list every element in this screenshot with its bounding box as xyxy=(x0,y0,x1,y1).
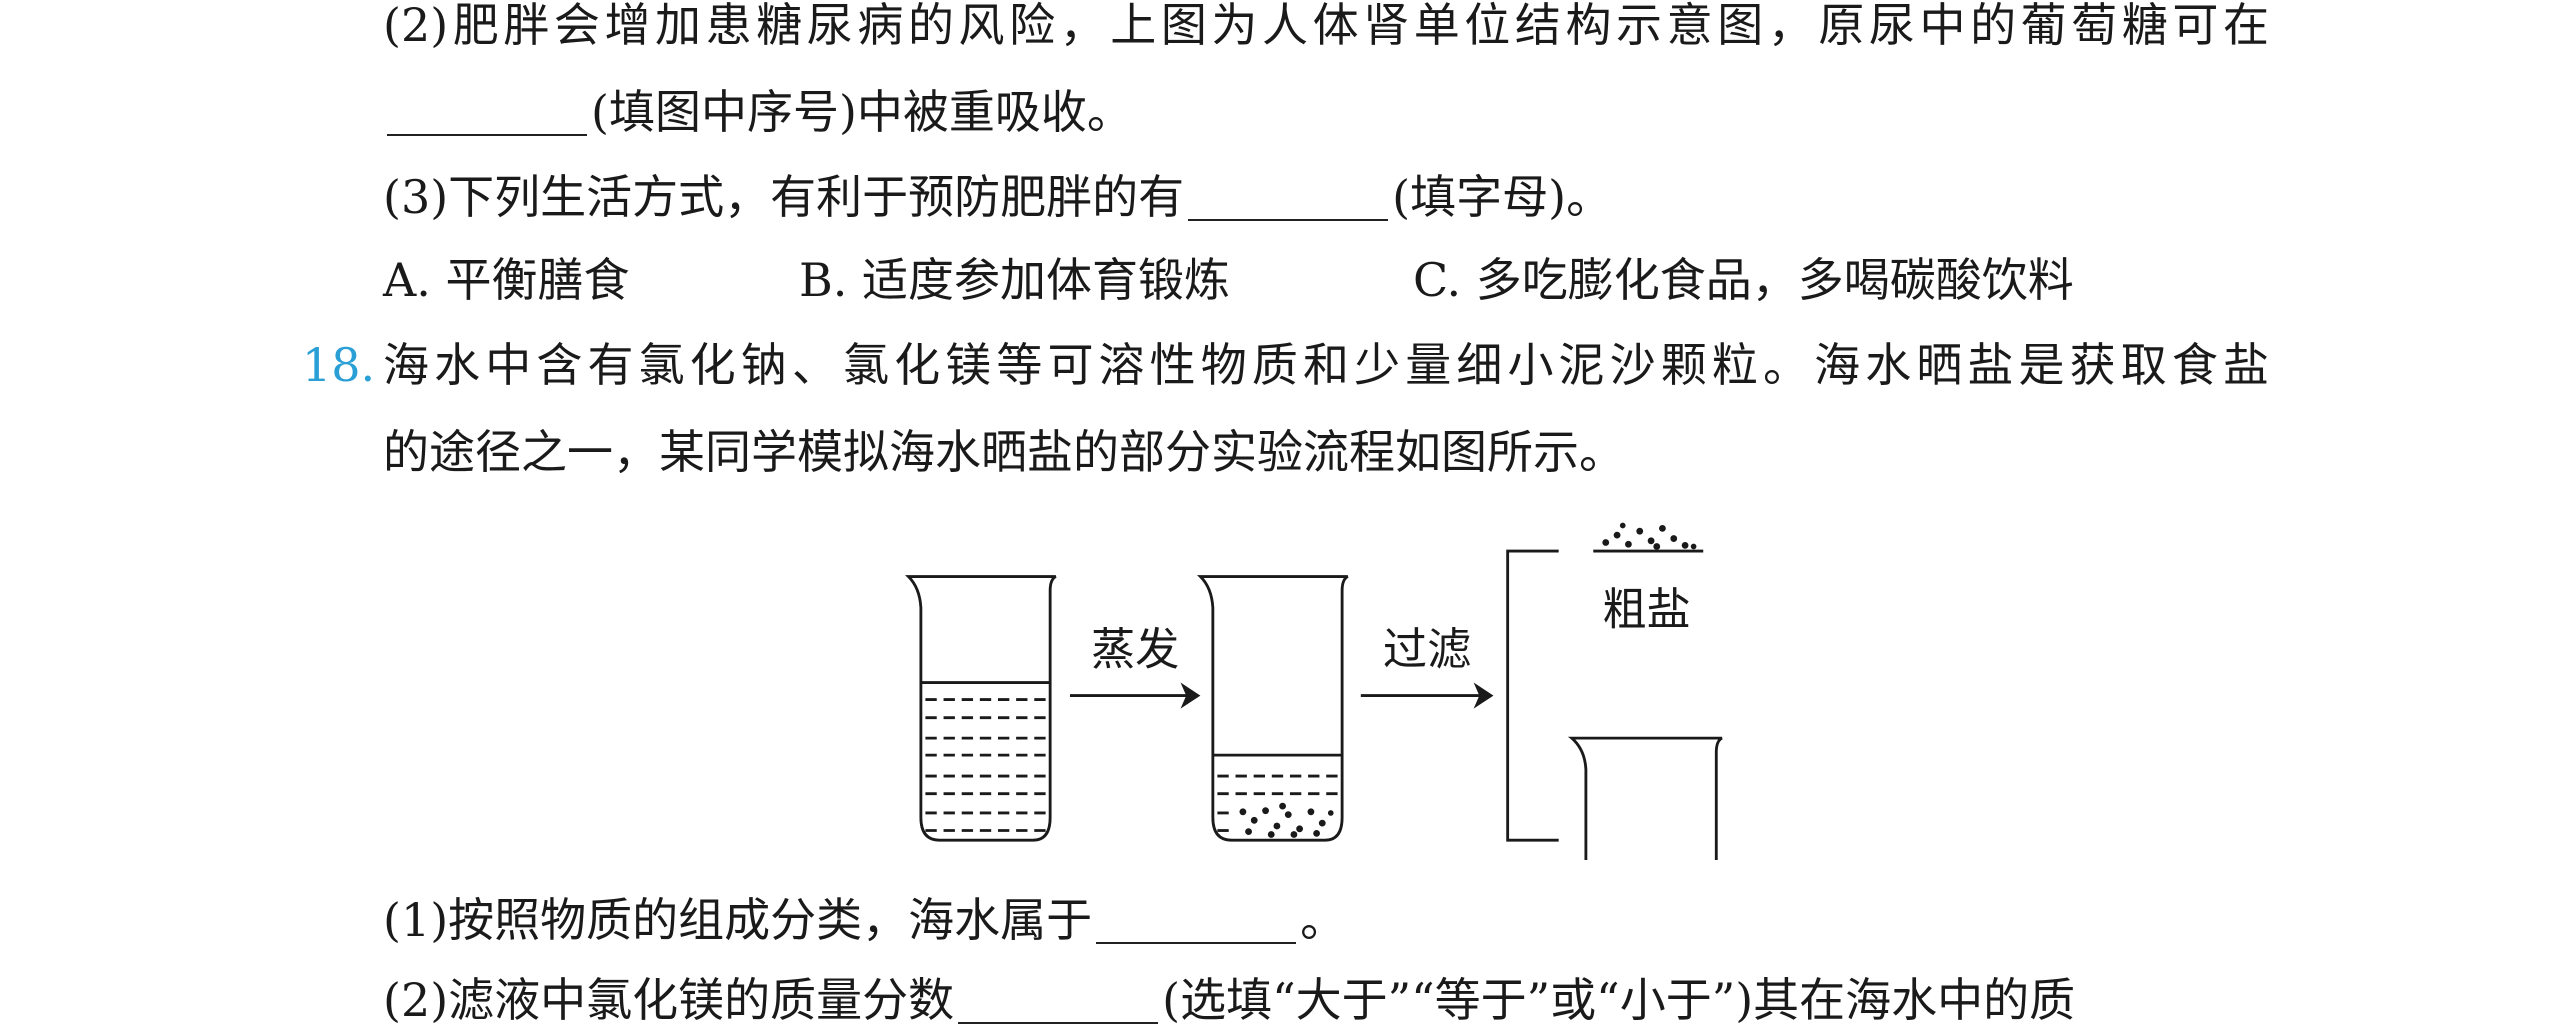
answer-blank[interactable] xyxy=(387,94,587,136)
seawater-salt-diagram: 海水 蒸发 过滤 粗盐 滤液 xyxy=(904,522,1723,860)
q17-options: A. 平衡膳食 B. 适度参加体育锻炼 C. 多吃膨化食品，多喝碳酸饮料 xyxy=(383,250,2269,310)
bracket xyxy=(1506,549,1559,842)
q17-part2-line2: (填图中序号)中被重吸收。 xyxy=(383,82,2269,142)
q18-stem-line1: 海水中含有氯化钠、氯化镁等可溶性物质和少量细小泥沙颗粒。海水晒盐是获取食盐 xyxy=(383,338,2269,392)
filtrate-beaker xyxy=(1567,736,1723,860)
answer-blank[interactable] xyxy=(958,982,1159,1024)
crude-salt-label: 粗盐 xyxy=(1602,585,1690,636)
question-number: 18. xyxy=(302,338,376,392)
option-b: B. 适度参加体育锻炼 xyxy=(799,253,1231,307)
q18-part2-suffix: (选填“大于”“等于”或“小于”)其在海水中的质 xyxy=(1162,973,2076,1027)
answer-blank[interactable] xyxy=(1188,179,1389,221)
seawater-beaker xyxy=(904,575,1057,842)
evaporation-label: 蒸发 xyxy=(1091,624,1179,675)
answer-blank[interactable] xyxy=(1096,902,1297,944)
option-c: C. 多吃膨化食品，多喝碳酸饮料 xyxy=(1413,253,2074,307)
arrow-head-icon xyxy=(1473,682,1494,709)
q18-part2: (2)滤液中氯化镁的质量分数 (选填“大于”“等于”或“小于”)其在海水中的质 xyxy=(383,970,2269,1030)
q18-part1-prefix: (1)按照物质的组成分类，海水属于 xyxy=(383,893,1093,947)
evaporated-beaker xyxy=(1196,575,1349,842)
arrow-head-icon xyxy=(1180,682,1201,709)
q18-part1-suffix: 。 xyxy=(1300,893,1347,947)
option-a: A. 平衡膳食 xyxy=(383,253,630,307)
q18-stem-line2: 的途径之一，某同学模拟海水晒盐的部分实验流程如图所示。 xyxy=(383,425,1625,479)
q17-part3-suffix: (填字母)。 xyxy=(1392,170,1613,224)
q17-part3: (3)下列生活方式，有利于预防肥胖的有 (填字母)。 xyxy=(383,167,2269,227)
salt-particles xyxy=(1239,522,1697,838)
q18-part2-prefix: (2)滤液中氯化镁的质量分数 xyxy=(383,973,955,1027)
q17-part3-prefix: (3)下列生活方式，有利于预防肥胖的有 xyxy=(383,170,1185,224)
q17-part2-line1: (2)肥胖会增加患糖尿病的风险，上图为人体肾单位结构示意图，原尿中的葡萄糖可在 xyxy=(383,0,2269,52)
q17-part2-text: (填图中序号)中被重吸收。 xyxy=(591,85,1133,139)
q18-part1: (1)按照物质的组成分类，海水属于 。 xyxy=(383,890,2269,950)
filtration-label: 过滤 xyxy=(1383,624,1471,675)
